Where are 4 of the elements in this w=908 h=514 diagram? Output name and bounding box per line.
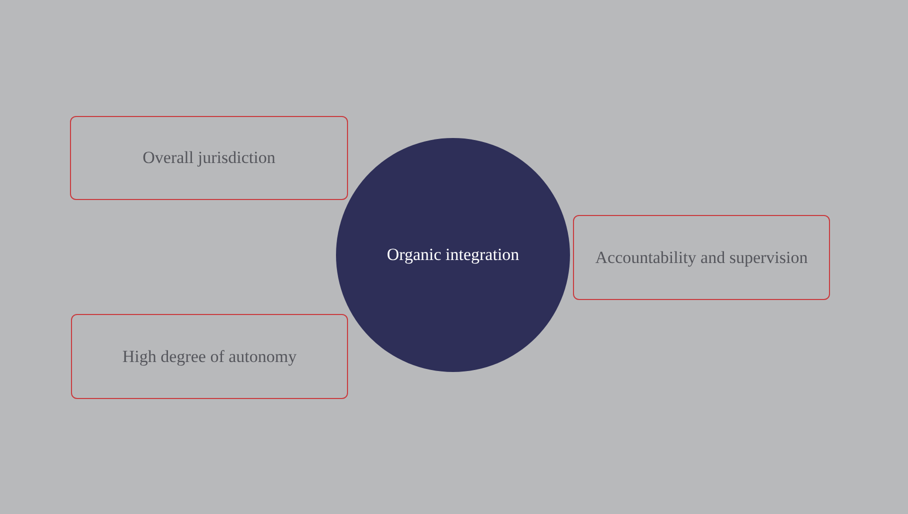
text-box: Accountability and supervision	[573, 215, 830, 300]
text-box: Overall jurisdiction	[70, 116, 348, 200]
text-box: High degree of autonomy	[71, 314, 348, 399]
circle-node: Organic integration	[335, 138, 571, 372]
